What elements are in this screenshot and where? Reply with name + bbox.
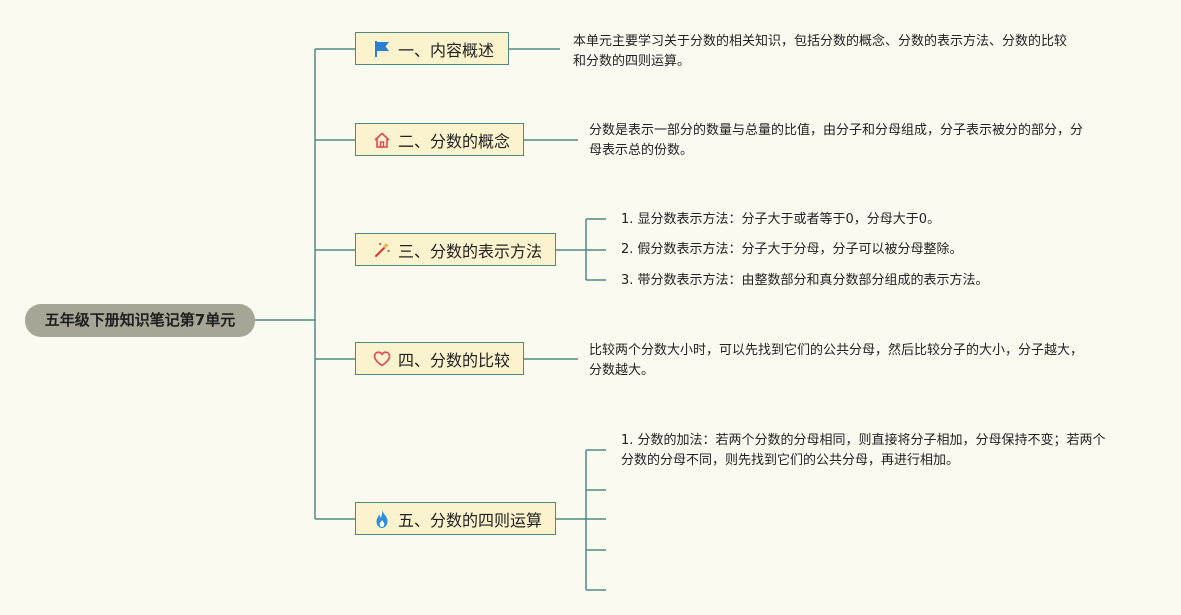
heart-icon xyxy=(372,349,392,369)
note-improper-fraction: 2. 假分数表示方法：分子大于分母，分子可以被分母整除。 xyxy=(621,242,963,257)
flag-icon xyxy=(372,39,392,59)
fire-icon xyxy=(372,509,392,529)
root-node[interactable]: 五年级下册知识笔记第7单元 xyxy=(25,304,255,337)
topic-label: 一、内容概述 xyxy=(398,40,495,60)
note-proper-fraction: 1. 显分数表示方法：分子大于或者等于0，分母大于0。 xyxy=(621,212,941,227)
note-fraction-addition: 1. 分数的加法：若两个分数的分母相同，则直接将分子相加，分母保持不变；若两个分… xyxy=(621,433,1106,468)
note-mixed-fraction: 3. 带分数表示方法：由整数部分和真分数部分组成的表示方法。 xyxy=(621,273,989,288)
magic-wand-icon xyxy=(372,240,392,260)
topic-label: 三、分数的表示方法 xyxy=(398,241,543,261)
topic-label: 五、分数的四则运算 xyxy=(398,510,543,530)
note-fraction-comparison: 比较两个分数大小时，可以先找到它们的公共分母，然后比较分子的大小，分子越大，分数… xyxy=(589,343,1084,378)
topic-fraction-concept[interactable]: 二、分数的概念 xyxy=(355,123,524,156)
note-fraction-concept: 分数是表示一部分的数量与总量的比值，由分子和分母组成，分子表示被分的部分，分母表… xyxy=(589,123,1084,158)
topic-fraction-operations[interactable]: 五、分数的四则运算 xyxy=(355,502,556,535)
note-content-overview: 本单元主要学习关于分数的相关知识，包括分数的概念、分数的表示方法、分数的比较和分… xyxy=(573,34,1068,69)
topic-fraction-comparison[interactable]: 四、分数的比较 xyxy=(355,342,524,375)
house-icon xyxy=(372,130,392,150)
topic-label: 二、分数的概念 xyxy=(398,131,511,151)
topic-fraction-notation[interactable]: 三、分数的表示方法 xyxy=(355,233,556,266)
topic-label: 四、分数的比较 xyxy=(398,350,511,370)
topic-content-overview[interactable]: 一、内容概述 xyxy=(355,32,509,65)
